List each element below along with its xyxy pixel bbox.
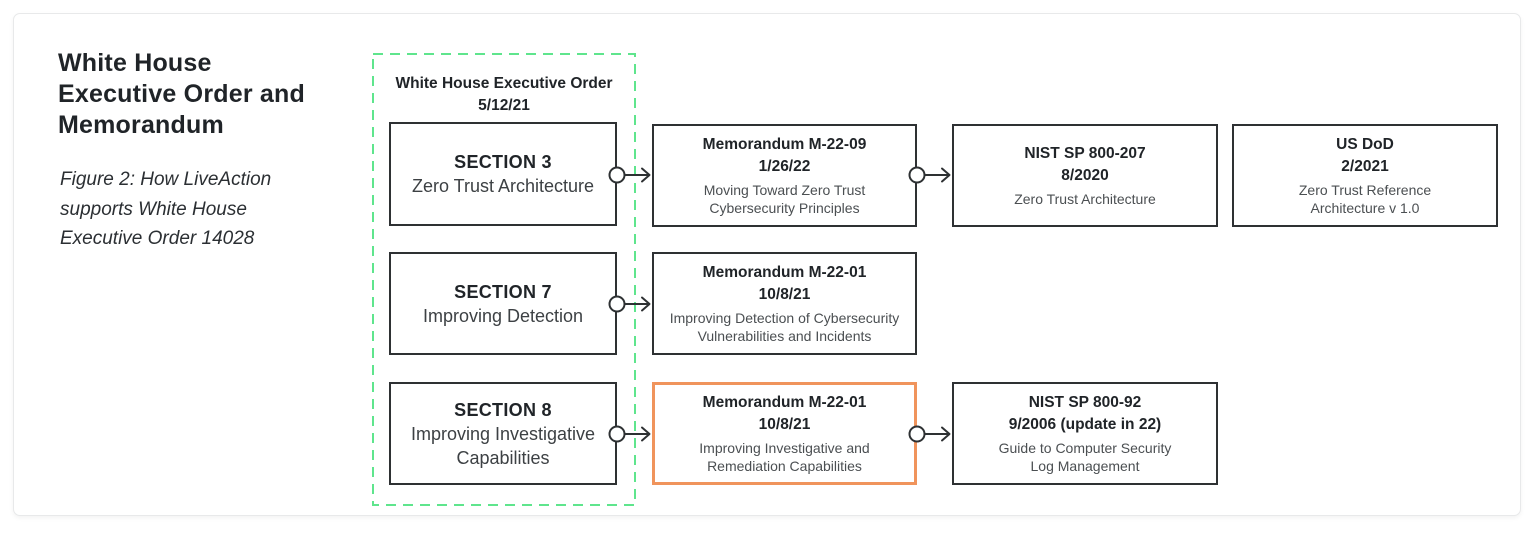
- doc-date: 9/2006 (update in 22): [1008, 416, 1162, 433]
- section-3-box: SECTION 3 Zero Trust Architecture: [389, 122, 617, 226]
- section-7-subtitle: Improving Detection: [422, 305, 584, 326]
- doc-description-line: Architecture v 1.0: [1310, 200, 1420, 216]
- doc-nist-sp-800-207-box: NIST SP 800-207 8/2020 Zero Trust Archit…: [952, 124, 1218, 227]
- doc-description-line: Cybersecurity Principles: [709, 200, 860, 216]
- figure-caption-line: Executive Order 14028: [60, 228, 255, 249]
- doc-title: Memorandum M-22-01: [702, 264, 867, 281]
- doc-date: 1/26/22: [758, 158, 811, 175]
- executive-order-group-date: 5/12/21: [478, 97, 530, 114]
- doc-description-line: Log Management: [1030, 458, 1140, 474]
- doc-title: NIST SP 800-207: [1024, 145, 1146, 162]
- doc-memorandum-m-22-01-investigative-box-highlighted: Memorandum M-22-01 10/8/21 Improving Inv…: [652, 382, 917, 485]
- section-8-subtitle: Capabilities: [456, 447, 550, 468]
- executive-order-group-label: White House Executive Order 5/12/21: [374, 73, 634, 117]
- connector-arrow-icon-section3-to-m2209: [608, 166, 651, 184]
- doc-description-line: Guide to Computer Security: [998, 440, 1172, 456]
- doc-description-line: Improving Detection of Cybersecurity: [669, 310, 900, 326]
- doc-title: Memorandum M-22-09: [702, 136, 867, 153]
- connector-arrow-icon-section7-to-m2201: [608, 295, 651, 313]
- doc-description-line: Zero Trust Reference: [1298, 182, 1432, 198]
- executive-order-group-title: White House Executive Order: [395, 75, 613, 92]
- section-7-title: SECTION 7: [454, 281, 552, 302]
- doc-description: Moving Toward Zero Trust Cybersecurity P…: [704, 181, 866, 217]
- doc-description-line: Vulnerabilities and Incidents: [697, 328, 872, 344]
- figure-caption: Figure 2: How LiveAction supports White …: [60, 165, 360, 254]
- doc-description: Zero Trust Architecture: [1014, 190, 1156, 208]
- figure-caption-line: Figure 2: How LiveAction: [60, 169, 272, 190]
- section-7-box: SECTION 7 Improving Detection: [389, 252, 617, 355]
- section-8-box: SECTION 8 Improving Investigative Capabi…: [389, 382, 617, 485]
- section-3-title: SECTION 3: [454, 152, 552, 172]
- doc-description: Improving Investigative and Remediation …: [699, 439, 869, 475]
- doc-memorandum-m-22-09-box: Memorandum M-22-09 1/26/22 Moving Toward…: [652, 124, 917, 227]
- connector-arrow-icon-m2201-to-nist92: [908, 425, 951, 443]
- doc-date: 10/8/21: [758, 286, 811, 303]
- doc-nist-sp-800-92-box: NIST SP 800-92 9/2006 (update in 22) Gui…: [952, 382, 1218, 485]
- figure-title: White House Executive Order and Memorand…: [58, 48, 358, 141]
- doc-us-dod-box: US DoD 2/2021 Zero Trust Reference Archi…: [1232, 124, 1498, 227]
- doc-description-line: Improving Investigative and: [699, 440, 870, 456]
- figure-title-line: Memorandum: [58, 111, 224, 139]
- doc-description: Improving Detection of Cybersecurity Vul…: [670, 309, 900, 345]
- section-8-title: SECTION 8: [454, 399, 552, 420]
- doc-date: 8/2020: [1061, 167, 1109, 184]
- doc-memorandum-m-22-01-detection-box: Memorandum M-22-01 10/8/21 Improving Det…: [652, 252, 917, 355]
- doc-description-line: Moving Toward Zero Trust: [703, 182, 866, 198]
- connector-arrow-icon-section8-to-m2201: [608, 425, 651, 443]
- connector-arrow-icon-m2209-to-nist207: [908, 166, 951, 184]
- doc-title: Memorandum M-22-01: [702, 394, 867, 411]
- doc-description-line: Zero Trust Architecture: [1014, 191, 1156, 207]
- figure-card: White House Executive Order and Memorand…: [13, 13, 1521, 516]
- doc-description-line: Remediation Capabilities: [707, 458, 862, 474]
- section-8-subtitle: Improving Investigative: [410, 423, 596, 444]
- figure-caption-line: supports White House: [60, 198, 247, 220]
- doc-title: NIST SP 800-92: [1028, 394, 1142, 411]
- figure-title-line: Executive Order and: [58, 80, 305, 108]
- section-3-subtitle: Zero Trust Architecture: [411, 176, 595, 196]
- doc-title: US DoD: [1336, 136, 1394, 153]
- doc-description: Guide to Computer Security Log Managemen…: [999, 439, 1172, 475]
- doc-description: Zero Trust Reference Architecture v 1.0: [1299, 181, 1431, 217]
- figure-title-line: White House: [58, 49, 212, 77]
- doc-date: 2/2021: [1341, 158, 1389, 175]
- doc-date: 10/8/21: [758, 416, 811, 433]
